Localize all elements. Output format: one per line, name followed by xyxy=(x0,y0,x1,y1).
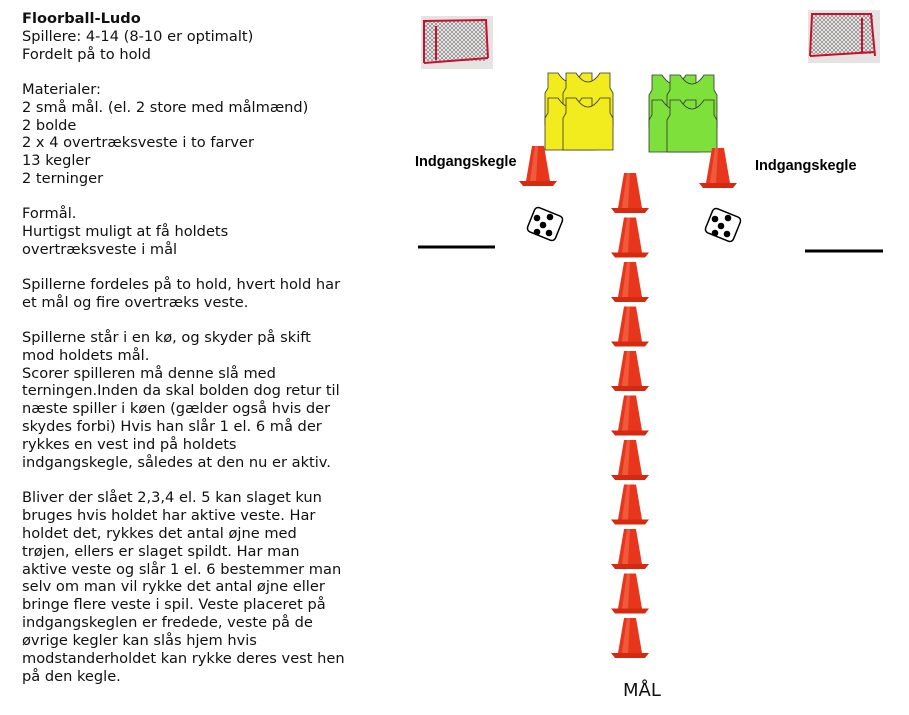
paragraph-line: modstanderholdet kan rykke deres vest he… xyxy=(22,650,345,668)
goal-label: MÅL xyxy=(623,680,661,701)
purpose-heading: Formål. xyxy=(22,205,77,223)
paragraph-line: øvrige kegler kan slås hjem hvis xyxy=(22,632,257,650)
vests-green xyxy=(648,74,718,153)
paragraph-line: skydes forbi) Hvis han slår 1 el. 6 må d… xyxy=(22,418,322,436)
paragraph-line: trøjen, ellers er slaget spildt. Har man xyxy=(22,542,300,560)
center-cone xyxy=(611,573,649,614)
paragraph-line: Scorer spilleren må denne slå med xyxy=(22,364,276,382)
description-text: Floorball-Ludo Spillere: 4-14 (8-10 er o… xyxy=(22,10,382,686)
center-cone xyxy=(611,440,649,480)
paragraph-line: et mål og fire overtræks veste. xyxy=(22,293,249,311)
paragraph-line: på den kegle. xyxy=(22,668,121,685)
paragraph-line: næste spiller i køen (gælder også hvis d… xyxy=(22,400,331,418)
paragraph-line: bringe flere veste i spil. Veste placere… xyxy=(22,596,326,614)
intro-line: Spillere: 4-14 (8-10 er optimalt) xyxy=(22,27,254,45)
paragraph-teams: Spillerne fordeles på to hold, hvert hol… xyxy=(22,276,382,312)
materials-heading: Materialer: xyxy=(22,80,101,98)
paragraph-line: rykkes en vest ind på holdets xyxy=(22,436,237,454)
document-title: Floorball-Ludo xyxy=(22,10,141,27)
center-cone xyxy=(611,484,649,525)
paragraph-queue: Spillerne står i en kø, og skyder på ski… xyxy=(22,329,382,472)
material-item: 2 bolde xyxy=(22,116,77,134)
paragraph-line: mod holdets mål. xyxy=(22,346,150,364)
paragraph-line: bruges hvis holdet har aktive veste. Har xyxy=(22,506,316,524)
center-cone xyxy=(611,395,649,436)
purpose-line: Hurtigst muligt at få holdets xyxy=(22,223,229,241)
paragraph-dice-rules: Bliver der slået 2,3,4 el. 5 kan slaget … xyxy=(22,489,382,686)
paragraph-line: Spillerne fordeles på to hold, hvert hol… xyxy=(22,275,341,293)
center-cone xyxy=(611,217,649,258)
material-item: 2 x 4 overtræksveste i to farver xyxy=(22,134,255,152)
center-cone-track xyxy=(611,173,649,658)
center-cone xyxy=(611,306,649,347)
goal-left xyxy=(421,16,493,69)
entry-cone-left xyxy=(519,146,557,186)
paragraph-line: Spillerne står i en kø, og skyder på ski… xyxy=(22,328,311,346)
paragraph-line: indgangskegle, således at den nu er akti… xyxy=(22,454,331,472)
paragraph-line: selv om man vil rykke det antal øjne ell… xyxy=(22,578,325,596)
paragraph-line: holdet det, rykkes det antal øjne med xyxy=(22,524,297,542)
entry-cone-left-label: Indgangskegle xyxy=(415,154,517,170)
material-item: 13 kegler xyxy=(22,152,91,170)
entry-cone-right-label: Indgangskegle xyxy=(755,158,857,174)
vest-icon xyxy=(562,97,614,151)
vest-icon xyxy=(666,99,718,153)
material-item: 2 terninger xyxy=(22,170,104,188)
paragraph-line: Bliver der slået 2,3,4 el. 5 kan slaget … xyxy=(22,488,322,506)
intro-line: Fordelt på to hold xyxy=(22,45,151,63)
paragraph-line: aktive veste og slår 1 el. 6 bestemmer m… xyxy=(22,560,342,578)
center-cone xyxy=(611,529,649,569)
material-item: 2 små mål. (el. 2 store med målmænd) xyxy=(22,98,309,116)
center-cone xyxy=(611,351,649,391)
center-cone xyxy=(611,173,649,213)
paragraph-line: indgangskeglen er fredede, veste på de xyxy=(22,614,313,632)
die-right xyxy=(703,206,743,244)
center-cone xyxy=(611,262,649,302)
entry-cone-right xyxy=(699,148,737,188)
paragraph-line: terningen.Inden da skal bolden dog retur… xyxy=(22,382,340,400)
vests-yellow xyxy=(544,72,614,151)
purpose-line: overtræksveste i mål xyxy=(22,240,178,258)
goal-right xyxy=(808,10,880,63)
die-left xyxy=(525,205,565,243)
center-cone xyxy=(611,618,649,658)
